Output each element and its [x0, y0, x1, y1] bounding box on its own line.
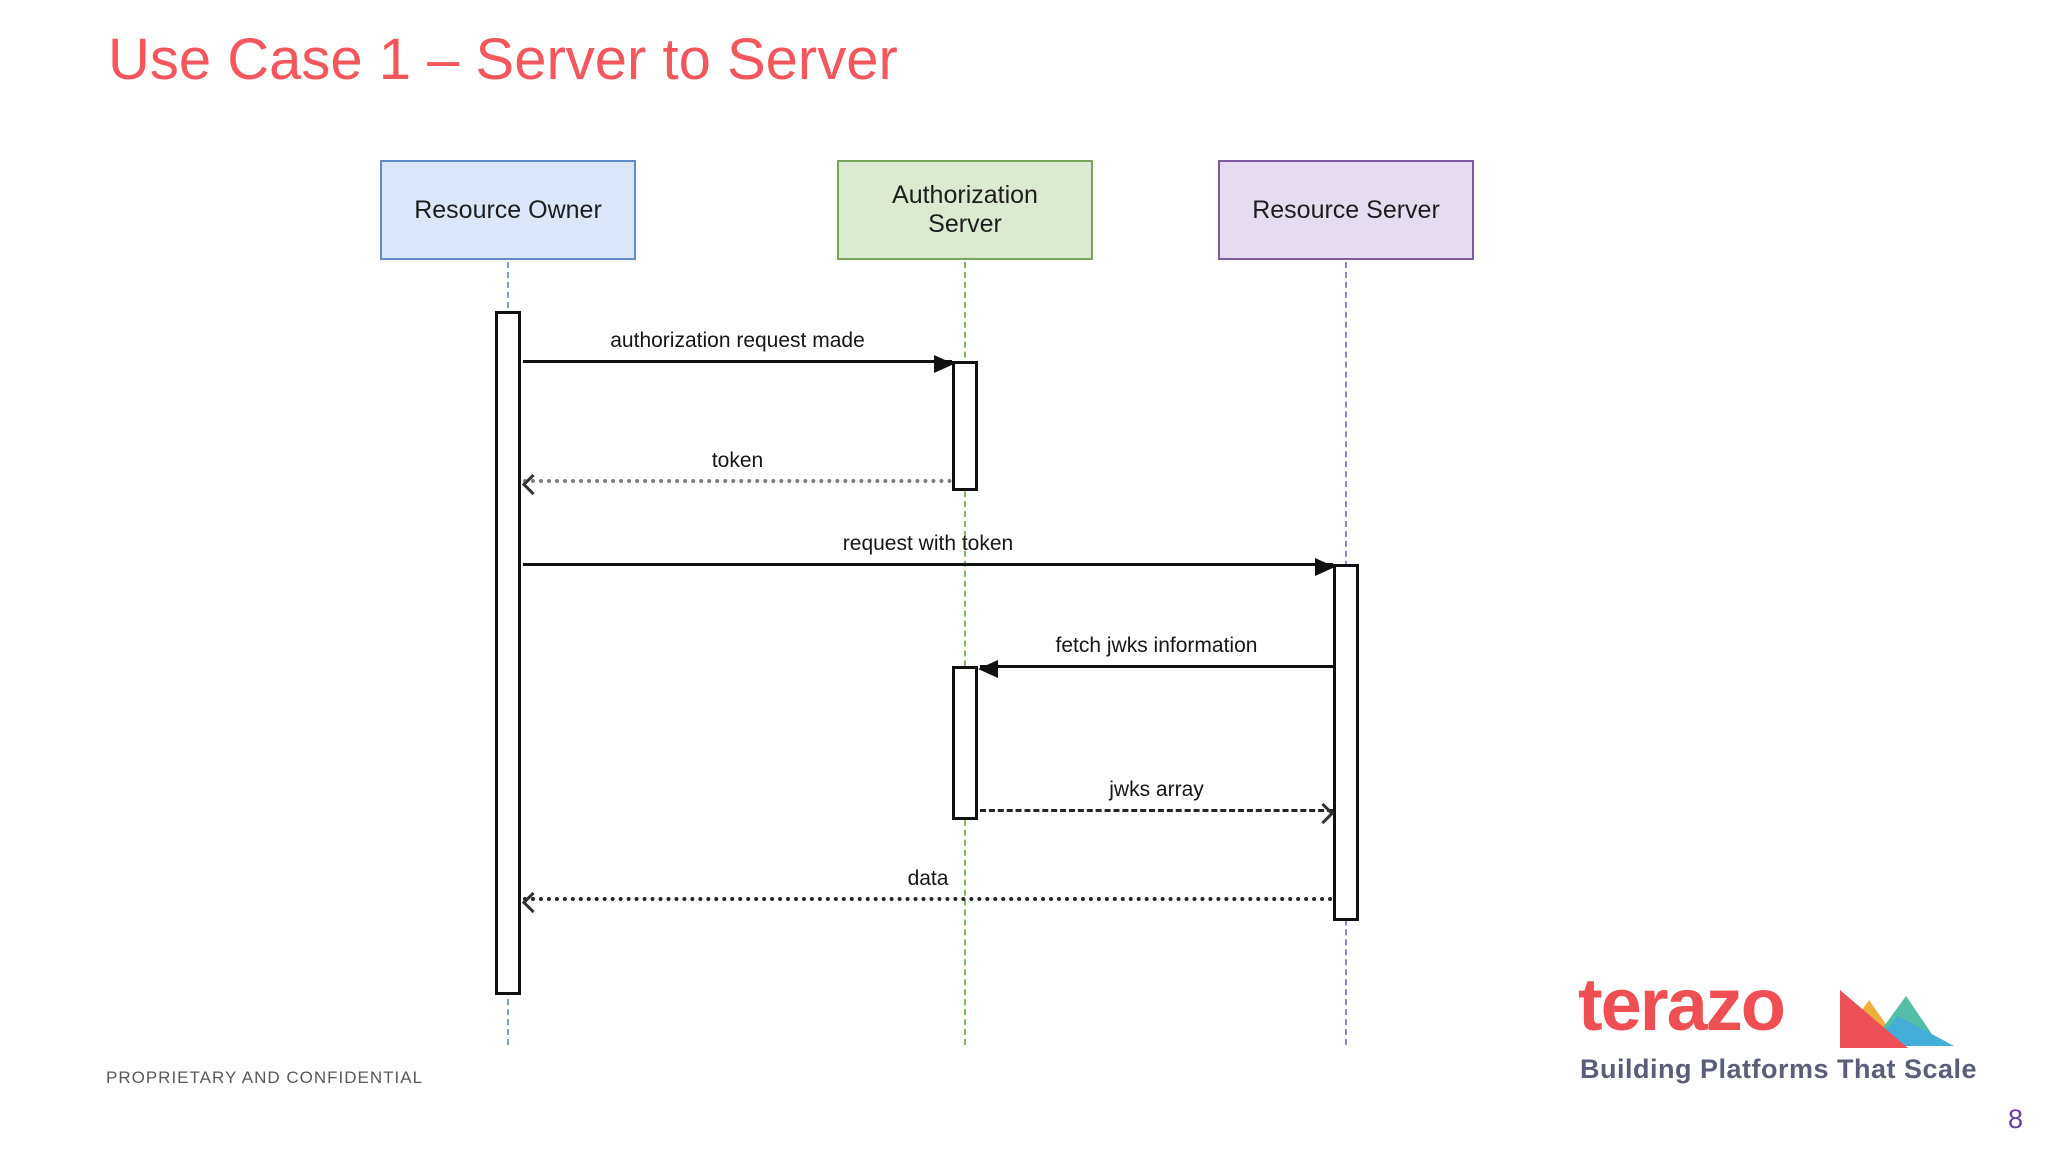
activation-bar-resource-owner — [495, 311, 521, 995]
message-line — [521, 891, 1333, 914]
message-line — [523, 355, 954, 373]
message-request-with-token: request with token — [523, 524, 1335, 576]
terazo-wordmark: terazo — [1578, 963, 1786, 1046]
terazo-tagline: Building Platforms That Scale — [1580, 1054, 1978, 1084]
mountain-icon — [1840, 990, 1954, 1048]
actor-label-authorization-server: Authorization Server — [892, 181, 1038, 238]
message-line — [978, 660, 1333, 678]
message-label: request with token — [842, 532, 1014, 555]
message-label: fetch jwks information — [1055, 634, 1258, 657]
slide-title: Use Case 1 – Server to Server — [108, 27, 898, 92]
message-line — [521, 473, 952, 496]
message-label: jwks array — [1109, 778, 1204, 801]
message-authorization-request: authorization request made — [523, 321, 954, 373]
actor-box-authorization-server: Authorization Server — [837, 160, 1093, 260]
activation-bar-authorization-server-2 — [952, 666, 978, 820]
open-arrowhead-left-icon — [521, 891, 544, 914]
message-data: data — [521, 859, 1333, 914]
open-arrowhead-right-icon — [1312, 802, 1335, 825]
actor-label-resource-owner: Resource Owner — [414, 195, 602, 224]
filled-arrowhead-right-icon — [1315, 558, 1335, 576]
terazo-logo: terazo Building Platforms That Scale — [1578, 963, 1988, 1090]
actor-box-resource-server: Resource Server — [1218, 160, 1474, 260]
filled-arrowhead-left-icon — [978, 660, 998, 678]
page-number: 8 — [2008, 1104, 2024, 1134]
activation-bar-authorization-server-1 — [952, 361, 978, 491]
actor-label-resource-server: Resource Server — [1252, 195, 1440, 224]
footer-confidentiality-notice: PROPRIETARY AND CONFIDENTIAL — [106, 1068, 424, 1087]
message-fetch-jwks: fetch jwks information — [978, 626, 1333, 678]
message-label: authorization request made — [610, 329, 865, 352]
open-arrowhead-left-icon — [521, 473, 544, 496]
message-line — [523, 558, 1335, 576]
message-jwks-array: jwks array — [980, 770, 1335, 825]
actor-box-resource-owner: Resource Owner — [380, 160, 636, 260]
message-label: data — [907, 867, 949, 890]
message-line — [980, 802, 1335, 825]
activation-bar-resource-server — [1333, 564, 1359, 921]
message-token: token — [521, 441, 952, 496]
message-label: token — [711, 449, 764, 472]
lifeline-authorization-server — [964, 262, 966, 1045]
filled-arrowhead-right-icon — [934, 355, 954, 373]
